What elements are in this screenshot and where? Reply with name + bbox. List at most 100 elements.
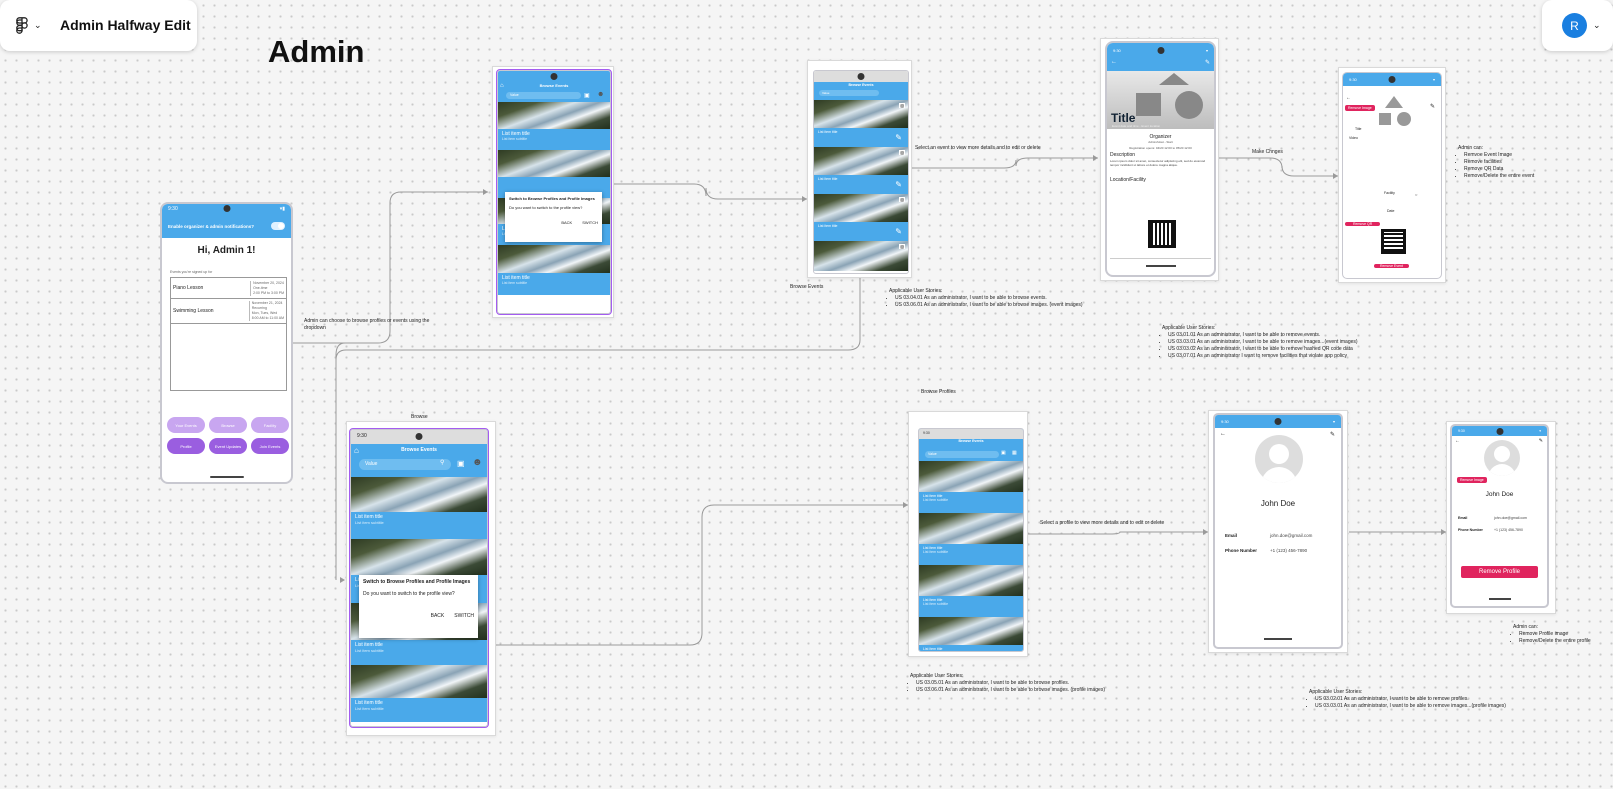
notif-toggle[interactable] (271, 222, 285, 230)
search-input[interactable]: Value (359, 459, 451, 470)
delete-icon[interactable]: ▧ (899, 244, 905, 249)
list-item[interactable]: List item title✎ (814, 175, 908, 194)
profile-button[interactable]: Profile (167, 438, 205, 454)
frame-label-browse-events: Browse Events (790, 284, 824, 290)
search-input[interactable]: Value (819, 90, 879, 96)
section-label: Events you're signed up for (170, 270, 213, 274)
switch-dialog: Switch to Browse Profiles and Profile Im… (505, 192, 602, 242)
profile-name: John Doe (1485, 491, 1514, 498)
user-stories-remove-profiles: Applicable User Stories: US 03.02.01 As … (1309, 689, 1506, 710)
grid-icon[interactable]: ▦ (1012, 450, 1017, 456)
connector-list-to-detail (912, 157, 1098, 169)
profile-detail-screen[interactable]: 9:30▾ ← ✎ John Doe Email john.doe@gmail.… (1213, 413, 1343, 649)
home-icon[interactable]: ⌂ (500, 83, 504, 89)
calendar-icon[interactable]: ▣ (584, 93, 590, 99)
edit-icon[interactable]: ✎ (1204, 60, 1210, 66)
user-stories-browse-profiles: Applicable User Stories: US 03.05.01 As … (910, 673, 1105, 694)
back-button[interactable]: BACK (561, 220, 573, 225)
back-button[interactable]: BACK (430, 613, 445, 619)
remove-event-button[interactable]: Remove Event (1374, 264, 1409, 268)
remove-image-button[interactable]: Remove Image (1457, 477, 1487, 483)
remove-qr-button[interactable]: Remove QR (1345, 222, 1381, 226)
switch-button[interactable]: SWITCH (454, 613, 474, 619)
list-item-image (351, 665, 487, 698)
list-item[interactable]: List item title (919, 645, 1023, 651)
nav-buttons: Your Events Browse Facility Profile Even… (167, 417, 291, 454)
list-item[interactable]: List item title✎ (814, 222, 908, 241)
list-item-image (351, 477, 487, 512)
home-screen-frame[interactable]: 9:30▾▮ Enable organizer & admin notifica… (160, 202, 293, 484)
status-bar: 9:30▾ (1107, 43, 1214, 58)
edit-icon[interactable]: ✎ (1538, 438, 1543, 444)
back-arrow-icon[interactable]: ← (1455, 438, 1460, 444)
switch-button[interactable]: SWITCH (582, 220, 598, 225)
edit-icon[interactable]: ✎ (1429, 104, 1435, 110)
list-item-image (498, 102, 610, 129)
chevron-down-icon[interactable]: ⌄ (34, 20, 42, 30)
event-title: Title (1111, 111, 1136, 125)
account-menu[interactable]: R ⌄ (1542, 0, 1613, 51)
edit-icon[interactable]: ✎ (895, 227, 902, 236)
your-events-button[interactable]: Your Events (167, 417, 205, 433)
avatar[interactable]: R (1562, 13, 1587, 38)
connector-large-to-profiles (496, 504, 908, 646)
edit-icon[interactable]: ✎ (895, 180, 902, 189)
list-item-image: ▧ (814, 100, 908, 128)
list-item-image (919, 461, 1023, 492)
profile-name: John Doe (1260, 499, 1296, 508)
profile-edit-screen[interactable]: 9:30▾ ← ✎ Remove Image John Doe Email jo… (1450, 424, 1549, 608)
remove-image-button[interactable]: Remove Image (1345, 105, 1375, 111)
profile-icon[interactable]: ☻ (472, 457, 483, 468)
browse-button[interactable]: Browse (209, 417, 247, 433)
delete-icon[interactable]: ▧ (899, 103, 905, 108)
home-icon[interactable]: ⌂ (354, 446, 359, 455)
organizer-label: Organizer (1149, 134, 1172, 140)
edit-icon[interactable]: ✎ (1329, 432, 1335, 438)
calendar-icon[interactable]: ▣ (457, 459, 465, 468)
list-item[interactable]: List item title✎ (814, 128, 908, 147)
remove-profile-button[interactable]: Remove Profile (1461, 566, 1538, 578)
edit-icon[interactable]: ✎ (895, 133, 902, 142)
chevron-down-icon[interactable]: ⌄ (1593, 20, 1601, 30)
event-detail-screen[interactable]: 9:30▾ ←✎ Title Event date and time - Eve… (1105, 41, 1216, 277)
search-input[interactable]: Value (506, 92, 581, 99)
browse-large-screen[interactable]: 9:30 Browse Events ⌂ Value ⚲ ▣ ☻ List it… (349, 428, 489, 728)
calendar-icon[interactable]: ▣ (1001, 450, 1006, 456)
browse-dialog-screen[interactable]: Browse Events ⌂ Value ▣ ☻ List item titl… (496, 69, 612, 315)
user-stories-browse-events: Applicable User Stories: US 03.04.01 As … (889, 288, 1083, 309)
browse-events-screen[interactable]: Browse Events Value ▧ List item title✎ ▧… (813, 70, 909, 274)
event-updates-button[interactable]: Event Updates (209, 438, 247, 454)
status-bar: 9:30 (351, 430, 487, 444)
status-bar: 9:30▾ (1452, 426, 1547, 436)
note-select-profile: Select a profile to view more details an… (1040, 520, 1165, 526)
profile-icon[interactable]: ☻ (597, 91, 605, 98)
dialog-title: Switch to Browse Profiles and Profile Im… (363, 579, 471, 585)
back-arrow-icon[interactable]: ← (1346, 95, 1351, 101)
facility-button[interactable]: Facility (251, 417, 289, 433)
back-arrow-icon[interactable]: ← (1111, 59, 1117, 65)
search-input[interactable]: Value (925, 451, 999, 458)
file-title[interactable]: Admin Halfway Edit (60, 17, 191, 33)
back-arrow-icon[interactable]: ← (1220, 431, 1226, 437)
chevron-icon[interactable]: ○ (1415, 192, 1418, 197)
delete-icon[interactable]: ▧ (899, 197, 905, 202)
event-edit-screen[interactable]: 9:30▾ ← Remove Image ✎ Title Video Facil… (1342, 72, 1442, 279)
header-title: Browse Events (958, 439, 984, 443)
connector-browse-to-list (610, 183, 807, 200)
figma-logo-icon[interactable] (16, 17, 28, 37)
join-events-button[interactable]: Join Events (251, 438, 289, 454)
browse-profiles-screen[interactable]: 9:30 Browse Events Value ▣ ▦ List item t… (918, 428, 1024, 652)
delete-icon[interactable]: ▧ (899, 150, 905, 155)
search-icon[interactable]: ⚲ (440, 460, 445, 466)
